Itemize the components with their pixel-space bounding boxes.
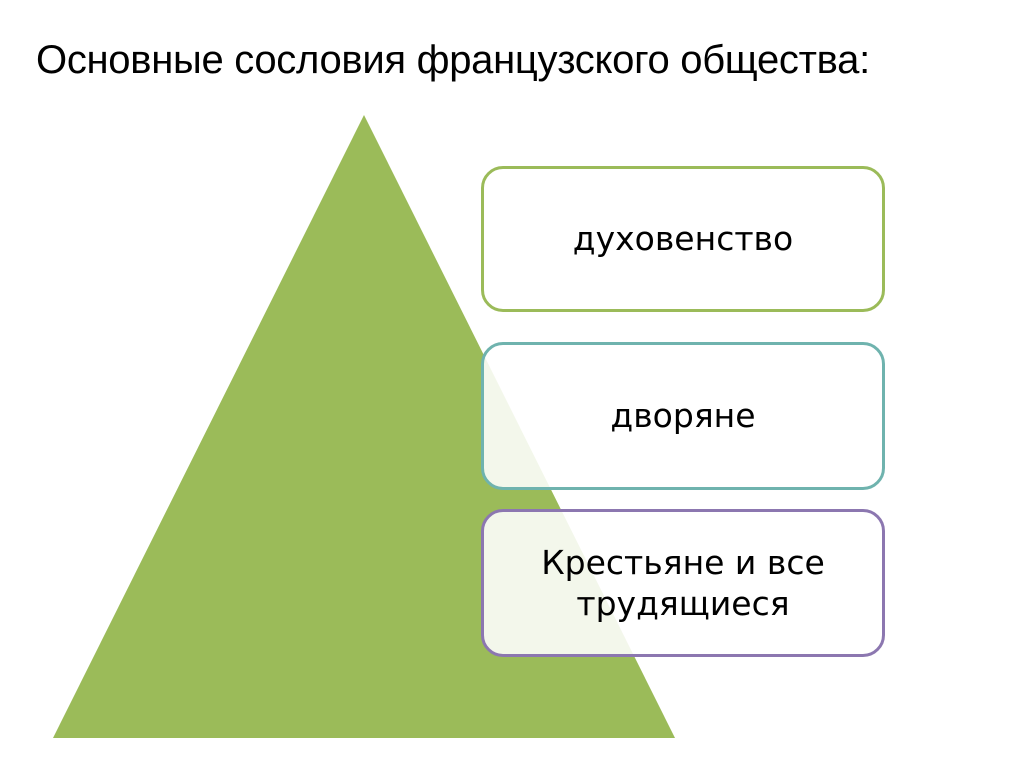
slide-title: Основные сословия французского общества: xyxy=(36,38,870,82)
estate-label: дворяне xyxy=(610,396,756,436)
estate-box-nobility: дворяне xyxy=(481,342,885,490)
estate-label: духовенство xyxy=(572,219,794,259)
estate-box-peasants: Крестьяне и все трудящиеся xyxy=(481,509,885,657)
estate-label: Крестьяне и все трудящиеся xyxy=(541,542,825,623)
estate-box-clergy: духовенство xyxy=(481,166,885,312)
